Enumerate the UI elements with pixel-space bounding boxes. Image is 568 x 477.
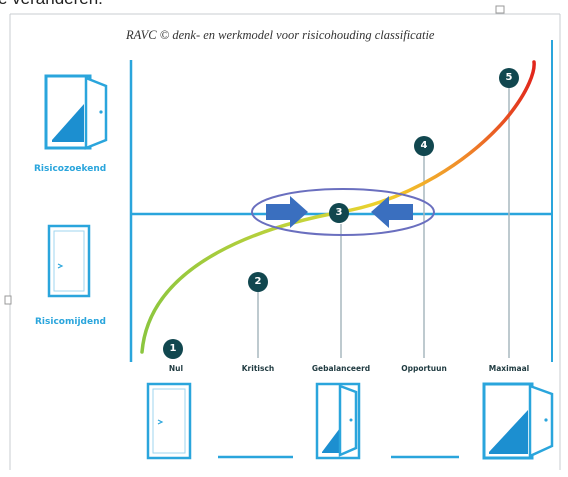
cut-off-text: e veranderen.	[0, 0, 103, 9]
axis-label-gebalanceerd: Gebalanceerd	[311, 364, 371, 373]
axis-label-opportuun: Opportuun	[401, 364, 447, 373]
axis-label-nul: Nul	[168, 364, 184, 373]
label-risicomijdend: Risicomijdend	[35, 317, 106, 327]
frame-handle-left	[4, 295, 12, 305]
marker-4: 4	[414, 136, 434, 156]
risk-curve	[140, 60, 536, 354]
door-half-open-icon-bottom	[315, 382, 361, 460]
axis-label-kritisch: Kritisch	[241, 364, 275, 373]
door-closed-icon-avoiding	[47, 224, 91, 298]
door-closed-icon-bottom	[146, 382, 192, 460]
label-risicozoekend: Risicozoekend	[34, 164, 107, 174]
arrow-left-icon	[371, 196, 413, 228]
axis-label-maximaal: Maximaal	[488, 364, 530, 373]
marker-5: 5	[499, 68, 519, 88]
door-open-icon-seeking	[44, 74, 108, 150]
door-wide-open-icon-bottom	[482, 382, 554, 460]
marker-3: 3	[329, 203, 349, 223]
marker-2: 2	[248, 272, 268, 292]
frame-handle-top	[495, 5, 505, 14]
balance-ellipse	[251, 188, 435, 236]
diagram-title: RAVC © denk- en werkmodel voor risicohou…	[126, 28, 435, 42]
arrow-right-icon	[266, 196, 308, 228]
marker-1: 1	[163, 339, 183, 359]
